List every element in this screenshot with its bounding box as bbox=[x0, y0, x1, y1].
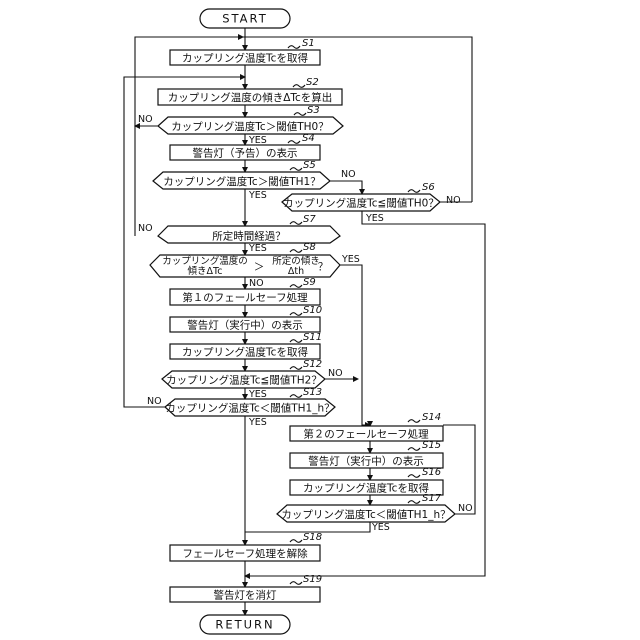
s6-number: S6 bbox=[422, 182, 435, 193]
s8-no-label: NO bbox=[249, 278, 264, 289]
s4-number: S4 bbox=[302, 133, 315, 144]
s17-no-label: NO bbox=[458, 503, 473, 514]
s12-text: カップリング温度Tc≦閾値TH2？ bbox=[166, 374, 322, 387]
step-s11: カップリング温度Tcを取得 bbox=[170, 344, 320, 359]
s18-text: フェールセーフ処理を解除 bbox=[182, 547, 308, 560]
s17-number: S17 bbox=[422, 493, 442, 504]
step-s18: フェールセーフ処理を解除 bbox=[170, 545, 320, 561]
step-s14: 第２のフェールセーフ処理 bbox=[290, 426, 443, 441]
s17-text: カップリング温度Tc＜閾値TH1_h？ bbox=[281, 508, 450, 521]
s1-number: S1 bbox=[302, 38, 315, 49]
s3-number: S3 bbox=[307, 105, 320, 116]
decision-s13: カップリング温度Tc＜閾値TH1_h？ bbox=[165, 399, 335, 416]
s5-yes-label: YES bbox=[248, 190, 267, 201]
s5-no-label: NO bbox=[341, 169, 356, 180]
step-s10: 警告灯（実行中）の表示 bbox=[170, 317, 320, 332]
s13-no-label: NO bbox=[147, 396, 162, 407]
s6-text: カップリング温度Tc≦閾値TH0？ bbox=[283, 197, 439, 210]
s10-number: S10 bbox=[303, 305, 322, 316]
s16-text: カップリング温度Tcを取得 bbox=[303, 482, 429, 495]
s3-no-label: NO bbox=[138, 114, 153, 125]
s12-number: S12 bbox=[303, 359, 322, 370]
decision-s6: カップリング温度Tc≦閾値TH0？ bbox=[282, 194, 440, 211]
step-s1: カップリング温度Tcを取得 bbox=[170, 50, 320, 65]
s14-text: 第２のフェールセーフ処理 bbox=[303, 428, 429, 441]
s6-no-label: NO bbox=[446, 195, 461, 206]
s8-question: ？ bbox=[318, 261, 329, 273]
s13-number: S13 bbox=[303, 387, 322, 398]
step-s2: カップリング温度の傾きΔTcを算出 bbox=[158, 89, 342, 105]
s8-number: S8 bbox=[303, 242, 316, 253]
decision-s8: カップリング温度の 傾きΔTc ＞ 所定の傾き Δth ？ bbox=[150, 255, 340, 277]
s8-right-line2: Δth bbox=[288, 266, 304, 277]
s1-text: カップリング温度Tcを取得 bbox=[182, 52, 308, 65]
s7-yes-label: YES bbox=[248, 243, 267, 254]
s10-text: 警告灯（実行中）の表示 bbox=[187, 319, 303, 332]
decision-s12: カップリング温度Tc≦閾値TH2？ bbox=[162, 371, 325, 388]
end-label: RETURN bbox=[215, 618, 274, 632]
s7-no-label: NO bbox=[138, 223, 153, 234]
s15-text: 警告灯（実行中）の表示 bbox=[308, 455, 424, 468]
step-s9: 第１のフェールセーフ処理 bbox=[170, 289, 320, 305]
s15-number: S15 bbox=[422, 440, 441, 451]
s5-number: S5 bbox=[303, 160, 316, 171]
s3-text: カップリング温度Tc＞閾値TH0？ bbox=[171, 120, 328, 133]
s11-text: カップリング温度Tcを取得 bbox=[182, 346, 308, 359]
s12-no-label: NO bbox=[328, 368, 343, 379]
start-label: START bbox=[222, 12, 267, 26]
s11-number: S11 bbox=[303, 332, 322, 343]
start-terminal: START bbox=[200, 9, 290, 28]
step-s15: 警告灯（実行中）の表示 bbox=[290, 453, 443, 468]
s8-left-line2: 傾きΔTc bbox=[188, 265, 223, 277]
s14-number: S14 bbox=[422, 412, 441, 423]
s17-yes-label: YES bbox=[371, 522, 390, 533]
decision-s3: カップリング温度Tc＞閾値TH0？ bbox=[158, 117, 343, 134]
s13-yes-label: YES bbox=[248, 417, 267, 428]
s2-number: S2 bbox=[306, 77, 319, 88]
s9-number: S9 bbox=[303, 277, 316, 288]
step-s4: 警告灯（予告）の表示 bbox=[170, 145, 320, 160]
s7-number: S7 bbox=[303, 214, 316, 225]
decision-s5: カップリング温度Tc＞閾値TH1？ bbox=[153, 172, 330, 189]
s7-text: 所定時間経過？ bbox=[212, 230, 286, 243]
s18-number: S18 bbox=[303, 532, 322, 543]
s12-yes-label: YES bbox=[248, 389, 267, 400]
decision-s7: 所定時間経過？ bbox=[158, 226, 340, 243]
s9-text: 第１のフェールセーフ処理 bbox=[182, 291, 308, 304]
s5-text: カップリング温度Tc＞閾値TH1？ bbox=[163, 175, 320, 188]
s4-text: 警告灯（予告）の表示 bbox=[193, 147, 298, 160]
step-s19: 警告灯を消灯 bbox=[170, 587, 320, 602]
s16-number: S16 bbox=[422, 467, 441, 478]
s8-yes-label: YES bbox=[341, 254, 360, 265]
s3-yes-label: YES bbox=[248, 135, 267, 146]
step-s16: カップリング温度Tcを取得 bbox=[290, 480, 443, 495]
s2-text: カップリング温度の傾きΔTcを算出 bbox=[168, 91, 333, 104]
s13-text: カップリング温度Tc＜閾値TH1_h？ bbox=[165, 402, 334, 415]
s19-text: 警告灯を消灯 bbox=[214, 589, 277, 602]
s19-number: S19 bbox=[303, 574, 322, 585]
s6-yes-label: YES bbox=[365, 213, 384, 224]
end-terminal: RETURN bbox=[200, 615, 290, 634]
s8-operator: ＞ bbox=[254, 261, 265, 273]
decision-s17: カップリング温度Tc＜閾値TH1_h？ bbox=[277, 505, 455, 522]
